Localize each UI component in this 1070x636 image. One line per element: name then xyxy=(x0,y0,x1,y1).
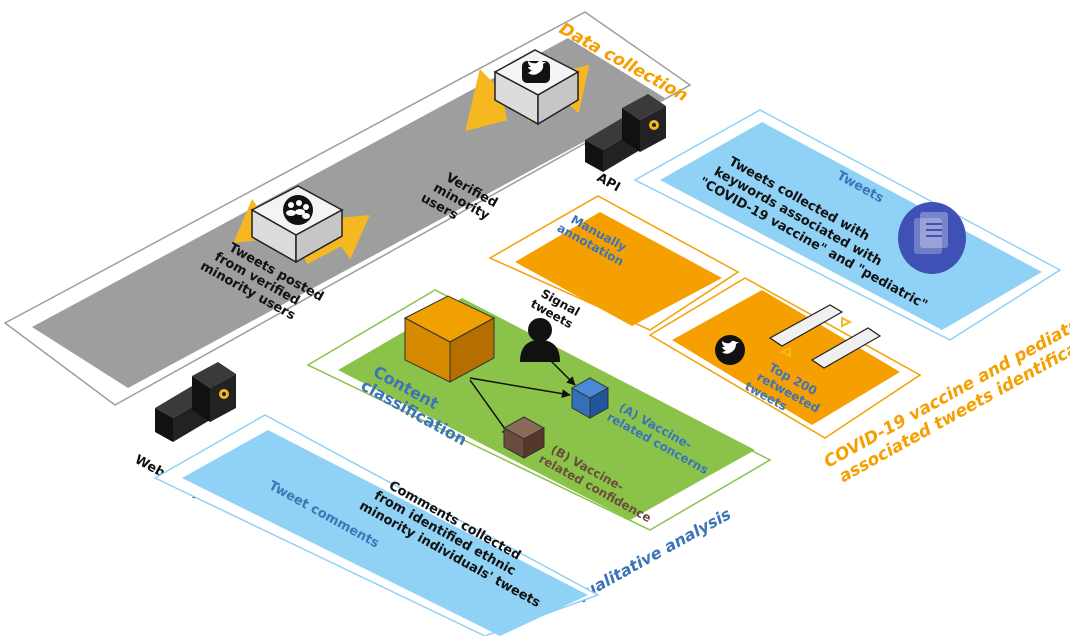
web-scraper-server-icon xyxy=(155,362,236,442)
twitter-circle-icon xyxy=(715,335,745,365)
arrow-person-to-concerns xyxy=(544,354,576,386)
brown-cube-icon xyxy=(502,416,546,459)
arrow-to-concerns xyxy=(469,377,571,399)
annotator-person-icon xyxy=(520,318,560,362)
orange-cube-icon xyxy=(403,295,496,383)
top-200-panel xyxy=(672,290,900,425)
retweet-arrows-icon xyxy=(768,304,882,369)
api-label: API xyxy=(594,170,623,195)
people-box-icon xyxy=(250,185,344,264)
document-stack-icon xyxy=(898,202,966,274)
twitter-box-icon xyxy=(493,49,580,126)
tweets-panel xyxy=(633,109,1062,341)
tweet-comments-panel xyxy=(153,414,600,636)
manual-annotation-panel xyxy=(515,212,722,326)
blue-cube-icon xyxy=(570,377,610,419)
arrow-to-confidence xyxy=(469,379,511,437)
api-server-icon xyxy=(585,94,666,172)
